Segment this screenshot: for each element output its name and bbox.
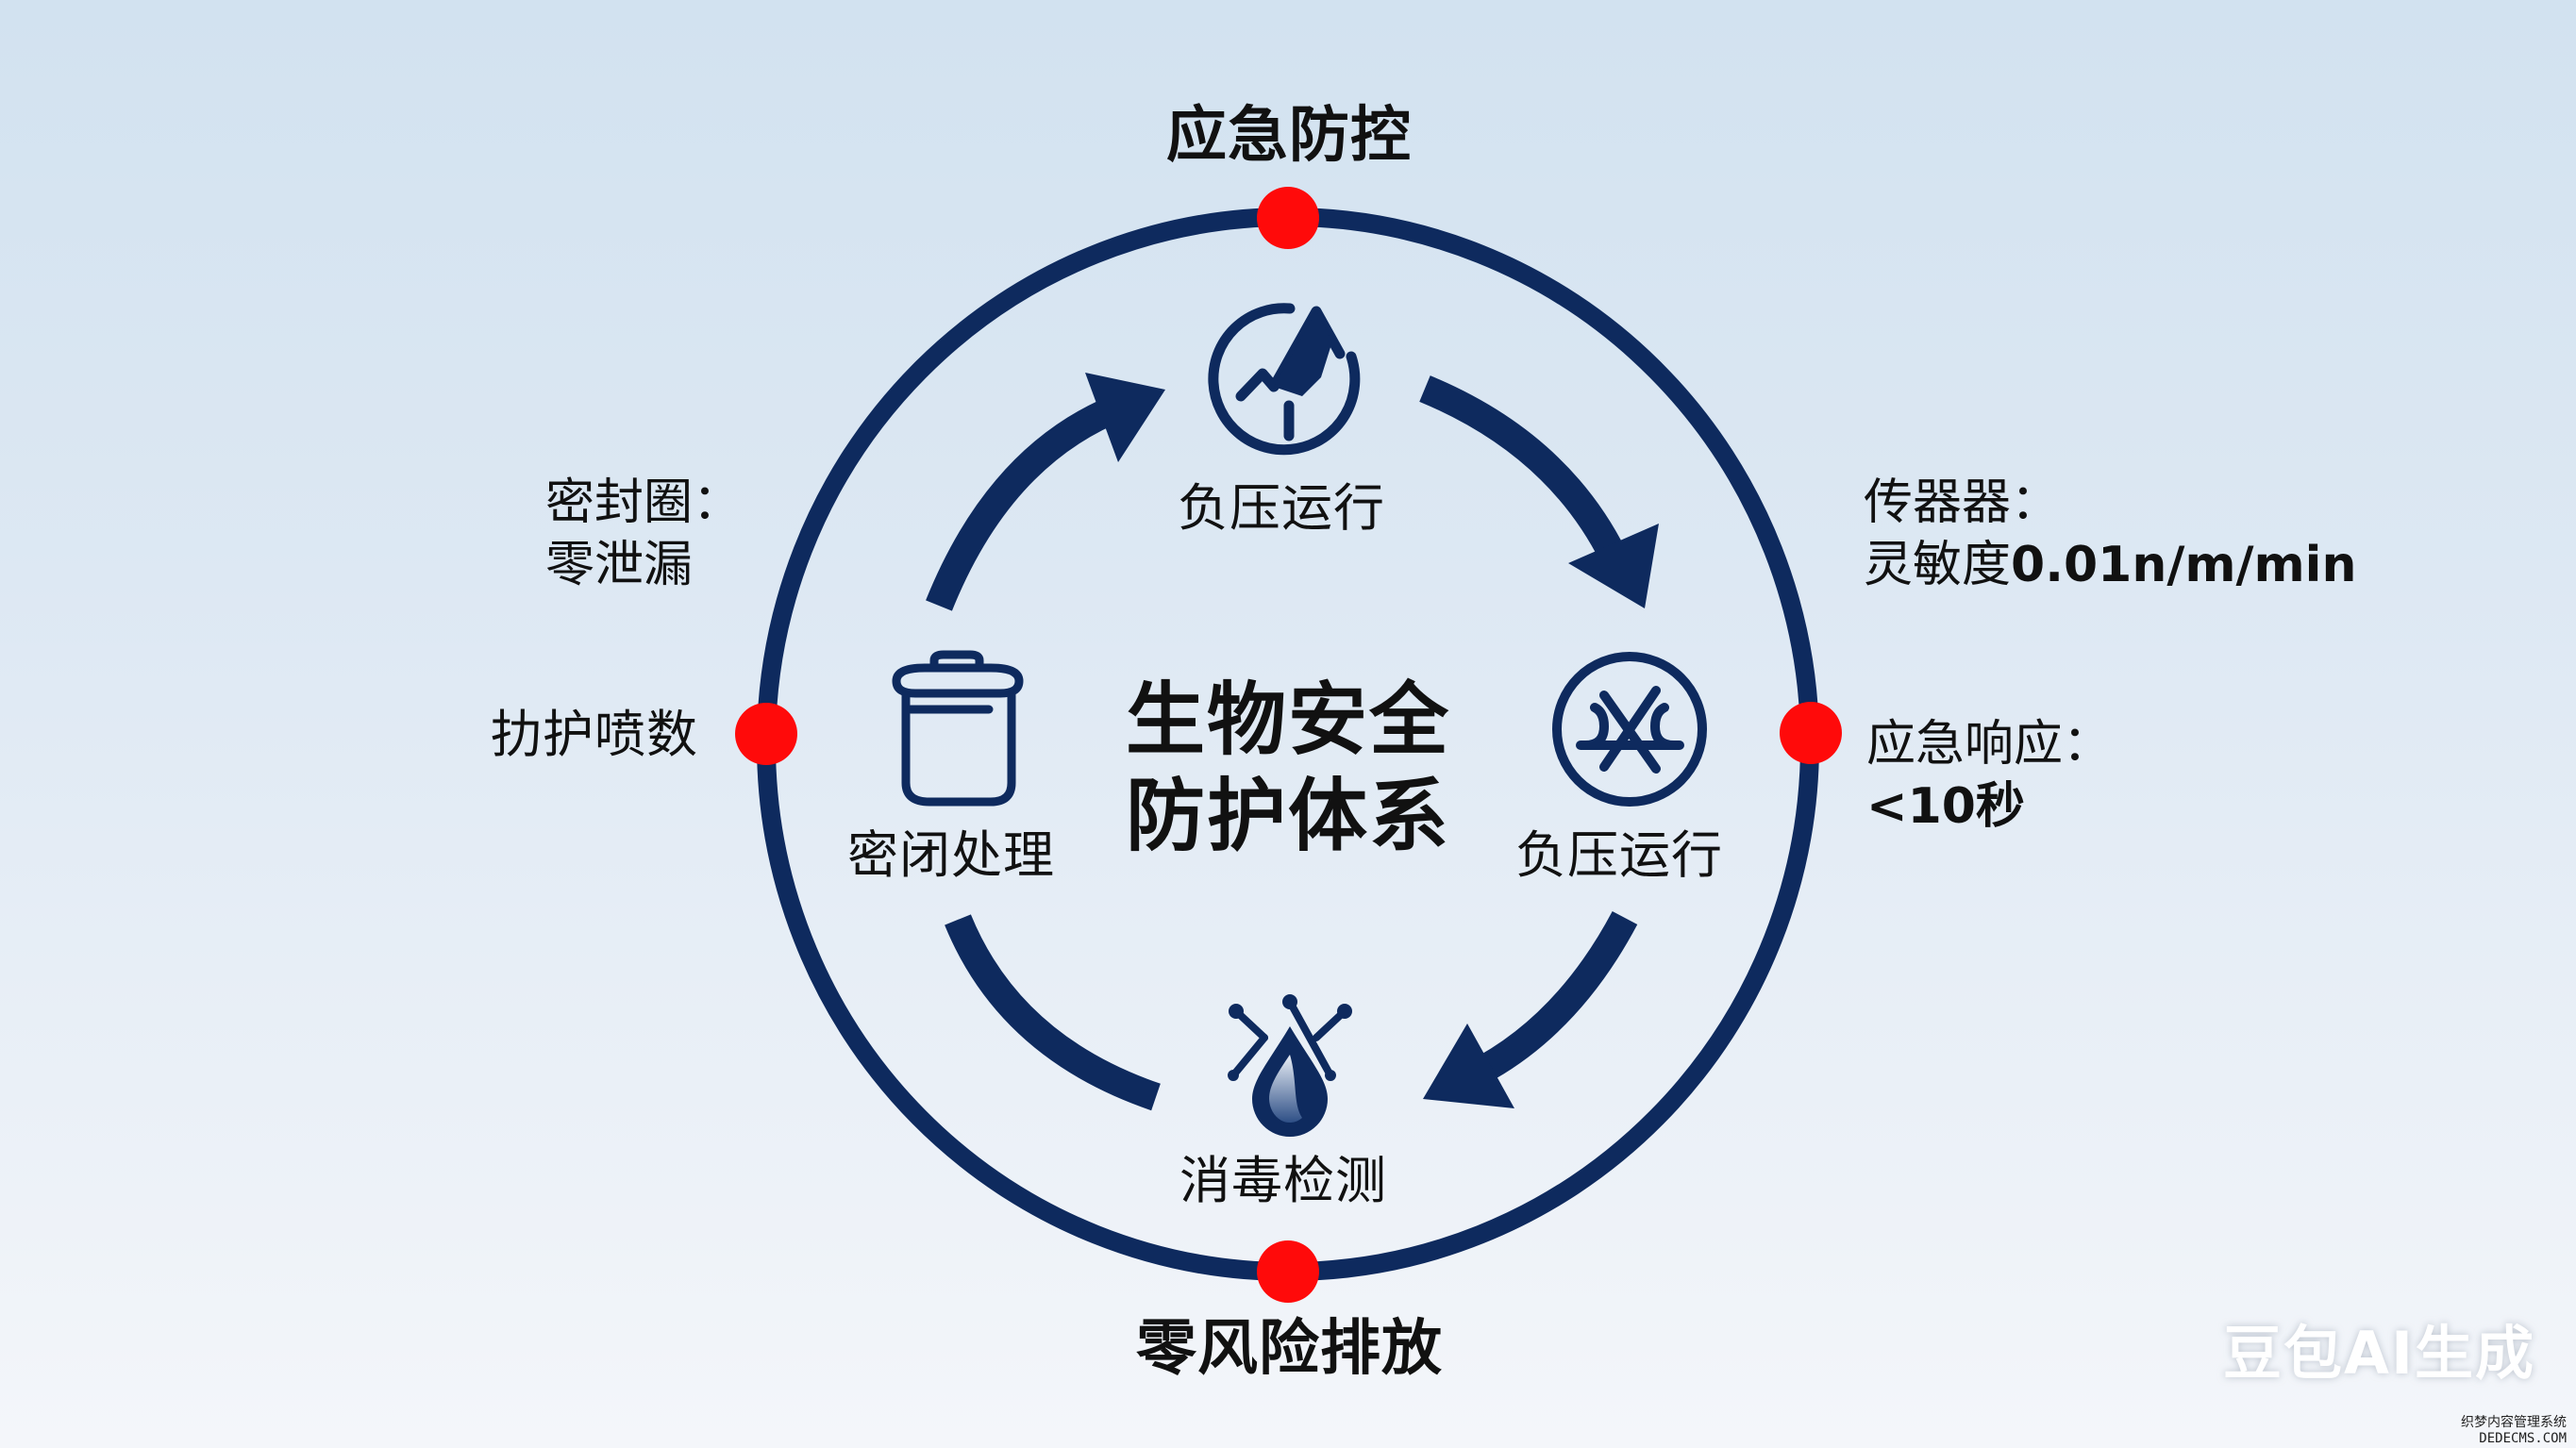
center-title-line1: 生物安全 [1125,674,1450,766]
center-title-line2: 防护体系 [1125,770,1450,862]
note-sensor: 传器器： 灵敏度0.01n/m/min [1864,472,2357,596]
stage-label-left: 密闭处理 [847,825,1055,885]
watermark-doubao: 豆包AI生成 [2223,1319,2536,1388]
note-sensor-value: 0.01n/m/min [2011,537,2357,593]
cycle-arrows [926,375,1638,1111]
note-response-line2: <10秒 [1866,778,2025,835]
marker-left [735,703,797,765]
stage-label-bottom: 消毒检测 [1179,1151,1387,1210]
arrowhead-top [1085,373,1165,462]
note-seal-line2: 零泄漏 [545,537,694,593]
arrowhead-bottom [1423,1024,1514,1108]
sealed-bin-icon [892,650,1024,807]
note-seal: 密封圈： 零泄漏 [545,472,742,596]
watermark-dedecms-line1: 织梦内容管理系统 [2461,1415,2567,1430]
node-title-bottom: 零风险排放 [1136,1314,1443,1384]
watermark-dedecms: 织梦内容管理系统 DEDECMS.COM [2453,1415,2567,1447]
arrow-top-to-right [1419,375,1627,563]
note-response: 应急响应： <10秒 [1866,713,2112,838]
arrow-right-to-bottom [1465,910,1638,1089]
marker-top [1257,187,1319,249]
crossed-fan-icon [1552,652,1707,807]
node-title-top: 应急防控 [1166,101,1412,171]
marker-bottom [1257,1240,1319,1303]
note-sensor-line1: 传器器： [1864,474,2061,531]
arc-bottom-to-left [945,914,1161,1111]
drop-antenna-icon [1228,994,1352,1137]
arrow-left-to-top [926,392,1129,611]
marker-right [1780,702,1842,764]
center-title: 生物安全 防护体系 [1123,672,1453,864]
note-response-line1: 应急响应： [1866,716,2113,773]
stage-label-top: 负压运行 [1178,478,1385,538]
note-seal-line1: 密封圈： [545,474,743,531]
node-title-left: 扐护喷数 [491,705,698,764]
note-sensor-label: 灵敏度 [1864,537,2012,593]
stage-label-right: 负压运行 [1515,825,1723,885]
watermark-dedecms-line2: DEDECMS.COM [2479,1431,2567,1446]
note-sensor-line2: 灵敏度0.01n/m/min [1864,534,2357,596]
arrowhead-right [1568,524,1659,608]
mountain-drop-icon [1208,303,1361,456]
